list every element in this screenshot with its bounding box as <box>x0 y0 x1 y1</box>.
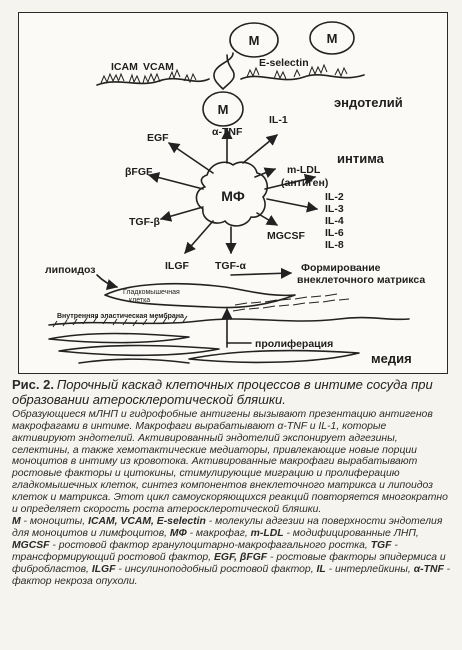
legend-term: ILGF <box>91 563 116 575</box>
interleukin-list: IL-2 IL-3 IL-4 IL-6 IL-8 <box>325 191 344 251</box>
formation-label-2: внеклеточного матрикса <box>297 274 425 286</box>
arrow-interleukins-1 <box>264 173 317 190</box>
mgcsf-label: MGCSF <box>267 230 306 242</box>
monocyte-label: M <box>327 31 338 46</box>
lipoidosis-label: липоидоз <box>45 264 96 276</box>
media-cells <box>48 332 360 364</box>
legend-def: - трансформирующий ростовой фактор, <box>12 539 398 563</box>
diagram-canvas: M M M ICAM VCAM E-selectin эндотелий МФ … <box>45 21 425 366</box>
egf-label: EGF <box>147 132 169 144</box>
legend-term: EGF, βFGF <box>213 551 268 563</box>
legend-def: - ростовой фактор гранулоцитарно-макрофа… <box>49 539 371 551</box>
proliferation-label: пролиферация <box>255 338 333 350</box>
legend-term: α-TNF <box>413 563 444 575</box>
endothelium-label: эндотелий <box>334 95 403 110</box>
ilgf-label: ILGF <box>165 260 189 272</box>
migrating-monocyte-stalk <box>213 52 235 90</box>
arrow-mldl <box>254 167 277 178</box>
legend-term: MGCSF <box>12 539 50 551</box>
arrow-tgfb <box>159 206 204 222</box>
monocyte-free-2: M <box>309 21 355 55</box>
macrophage-label: МФ <box>221 188 245 204</box>
figure-caption: Рис. 2. Порочный каскад клеточных процес… <box>12 378 452 587</box>
legend-def: - модифицированные ЛНП, <box>283 527 419 539</box>
antigen-label: (антиген) <box>281 177 328 189</box>
smooth-muscle-label-2: клетка <box>129 297 150 304</box>
figure-number: Рис. 2. <box>12 377 54 392</box>
arrow-il1 <box>242 134 278 164</box>
interleukin-label: IL-3 <box>325 203 344 215</box>
matrix-fibers <box>232 293 350 312</box>
arrow-formation <box>230 267 293 279</box>
interleukin-label: IL-8 <box>325 239 344 251</box>
bfgf-label: βFGF <box>125 166 153 178</box>
caption-description: Образующиеся мЛНП и гидрофобные антигены… <box>12 408 448 516</box>
legend-def: - моноциты, <box>20 515 89 527</box>
adhesion-molecules <box>100 63 348 84</box>
interleukin-label: IL-4 <box>325 215 344 227</box>
legend-term: МФ <box>169 527 187 539</box>
smooth-muscle-cell <box>104 282 296 309</box>
il1-label: IL-1 <box>269 114 288 126</box>
e-selectin-label: E-selectin <box>259 57 309 69</box>
legend-def: - молекулы адгезии на поверхности эндоте… <box>12 515 443 539</box>
monocyte-label: M <box>218 102 229 117</box>
monocyte-free-1: M <box>229 22 279 58</box>
interleukin-label: IL-2 <box>325 191 344 203</box>
monocyte-label: M <box>249 33 260 48</box>
tgfb-label: TGF-β <box>129 216 160 228</box>
smooth-muscle-label-1: Гладкомышечная <box>123 289 180 296</box>
arrow-lipoidosis <box>96 274 119 290</box>
legend-def: - ростовые факторы эпидермиса и фибробла… <box>12 551 446 575</box>
endothelium-line <box>96 74 365 86</box>
legend-def: - макрофаг, <box>186 527 251 539</box>
interleukin-label: IL-6 <box>325 227 344 239</box>
cascade-diagram: M M M ICAM VCAM E-selectin эндотелий МФ … <box>18 12 448 374</box>
arrow-bfgf <box>147 172 204 190</box>
legend-term: IL <box>316 563 326 575</box>
media-label: медия <box>371 351 412 366</box>
legend-term: ICAM, VCAM, E-selectin <box>88 515 206 527</box>
caption-title: Рис. 2. Порочный каскад клеточных процес… <box>12 378 452 408</box>
arrow-ilgf <box>184 220 214 254</box>
legend-term: TGF <box>370 539 392 551</box>
legend-term: M <box>12 515 21 527</box>
legend-term: m-LDL <box>250 527 284 539</box>
mldl-label: m-LDL <box>287 164 321 176</box>
arrow-mgcsf <box>256 212 278 226</box>
atnf-label: α-TNF <box>212 126 243 138</box>
vcam-label: VCAM <box>143 61 174 73</box>
arrow-egf <box>168 142 214 174</box>
formation-label-1: Формирование <box>301 262 381 274</box>
icam-label: ICAM <box>111 61 138 73</box>
monocyte-bound: M <box>202 91 244 127</box>
arrow-interleukins-2 <box>266 198 319 213</box>
elastic-membrane-label: Внутренняя эластическая мембрана <box>57 312 184 320</box>
figure-title: Порочный каскад клеточных процессов в ин… <box>12 377 433 407</box>
legend-def: - интерлейкины, <box>325 563 414 575</box>
intima-label: интима <box>337 151 385 166</box>
legend-def: - инсулиноподобный ростовой фактор, <box>115 563 317 575</box>
macrophage <box>195 161 269 227</box>
legend-def: - фактор некроза опухоли. <box>12 563 451 587</box>
caption-legend: M - моноциты, ICAM, VCAM, E-selectin - м… <box>12 516 452 587</box>
elastic-membrane-hatching <box>52 315 188 328</box>
tgfa-label: TGF-α <box>215 260 246 272</box>
